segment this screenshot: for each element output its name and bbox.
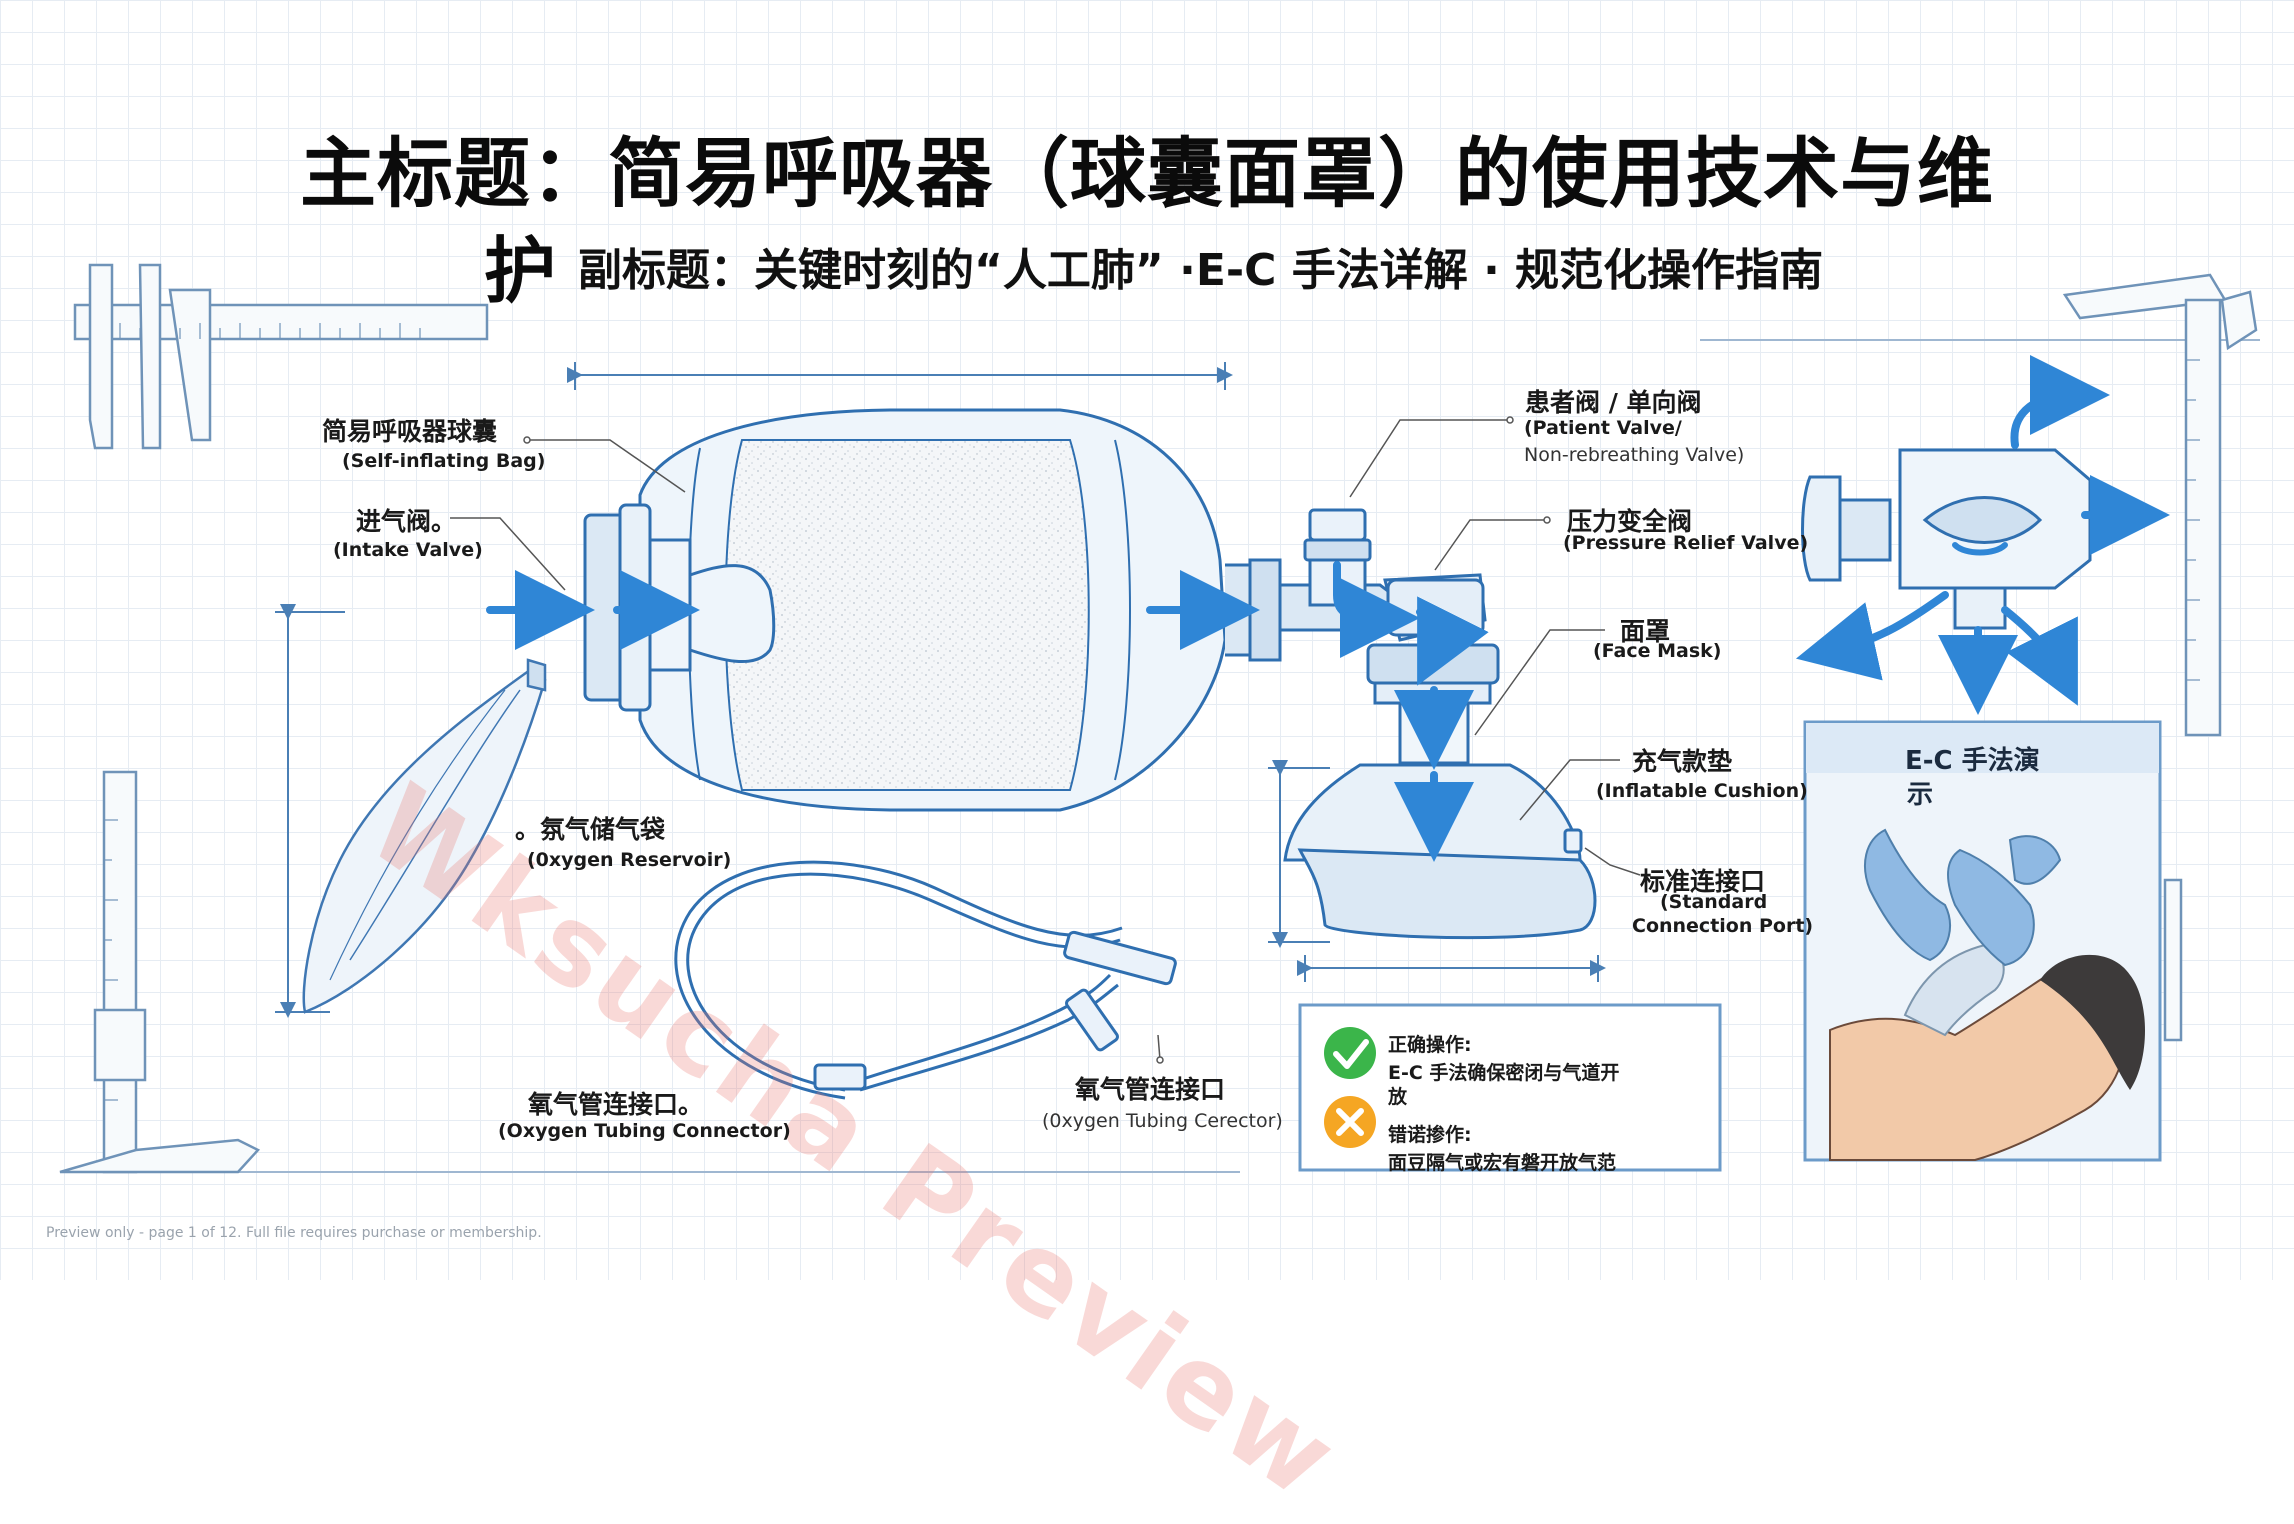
preview-footer: Preview only - page 1 of 12. Full file r… [46, 1225, 542, 1241]
self-inflating-bag [638, 408, 1282, 812]
legend-wrong-title: 错诺掺作: [1388, 1124, 1472, 1146]
caliper-left [59, 263, 489, 1174]
label-port-cn: 标准连接口 [1640, 867, 1766, 896]
label-bag-en: (Self-inflating Bag) [342, 450, 546, 472]
label-patient-valve-cn: 患者阀 / 单向阀 [1525, 388, 1702, 417]
ec-demo-title-continued: 示 [1907, 780, 1934, 810]
dimension-lines [275, 362, 1606, 1018]
label-patient-valve-en1: (Patient Valve/ [1524, 417, 1682, 439]
label-relief-valve-cn: 压力变全阀 [1567, 507, 1693, 536]
ec-demo-illustration [1829, 828, 2145, 1161]
legend-box [1298, 1003, 1722, 1172]
legend-correct-text: E-C 手法确保密闭与气道开 [1388, 1062, 1620, 1084]
label-intake-en: (Intake Valve) [333, 539, 483, 561]
legend-correct-text-continued: 放 [1388, 1086, 1408, 1108]
label-tubing-connector2-en: (0xygen Tubing Cerector) [1042, 1110, 1283, 1132]
label-bag-cn: 简易呼吸器球囊 [322, 417, 498, 446]
label-tubing-connector-cn: 氧气管连接口。 [528, 1090, 704, 1119]
legend-wrong-text: 面豆隔气或宏有磐开放气范 [1388, 1152, 1617, 1174]
label-cushion-en: (Inflatable Cushion) [1596, 780, 1808, 802]
check-icon [1324, 1027, 1376, 1079]
frame-lines [60, 339, 2260, 1173]
caliper-right [2062, 273, 2258, 1042]
oxygen-reservoir-bag [302, 658, 547, 1014]
label-mask-cn: 面罩 [1620, 617, 1671, 646]
page-subtitle: 副标题：关键时刻的“人工肺” ·E-C 手法详解 · 规范化操作指南 [578, 245, 1824, 296]
label-reservoir-cn: 。氛气储气袋 [515, 815, 666, 844]
oxygen-tubing [674, 860, 1177, 1100]
page-title-continued: 护 [484, 229, 557, 313]
label-tubing-connector-en: (Oxygen Tubing Connector) [498, 1120, 791, 1142]
label-cushion-cn: 充气款垫 [1632, 747, 1733, 776]
leader-lines [450, 416, 1641, 1064]
caliper-left-ticks [104, 323, 421, 1101]
label-port-en2: Connection Port) [1632, 915, 1814, 937]
diagram-artwork [59, 263, 2260, 1174]
label-patient-valve-en2: Non-rebreathing Valve) [1524, 444, 1745, 466]
label-intake-cn: 进气阀。 [356, 507, 457, 536]
legend-correct-title: 正确操作: [1388, 1034, 1472, 1056]
label-relief-valve-en: (Pressure Relief Valve) [1563, 532, 1809, 554]
valve-cross-section [1801, 448, 2092, 630]
label-port-en1: (Standard [1660, 891, 1768, 913]
label-reservoir-en: (0xygen Reservoir) [527, 849, 732, 871]
label-mask-en: (Face Mask) [1593, 640, 1722, 662]
page-title: 主标题：简易呼吸器（球囊面罩）的使用技术与维 [300, 129, 1994, 218]
label-tubing-connector2-cn: 氧气管连接口 [1075, 1075, 1226, 1104]
ec-demo-title: E-C 手法演 [1905, 746, 2040, 776]
